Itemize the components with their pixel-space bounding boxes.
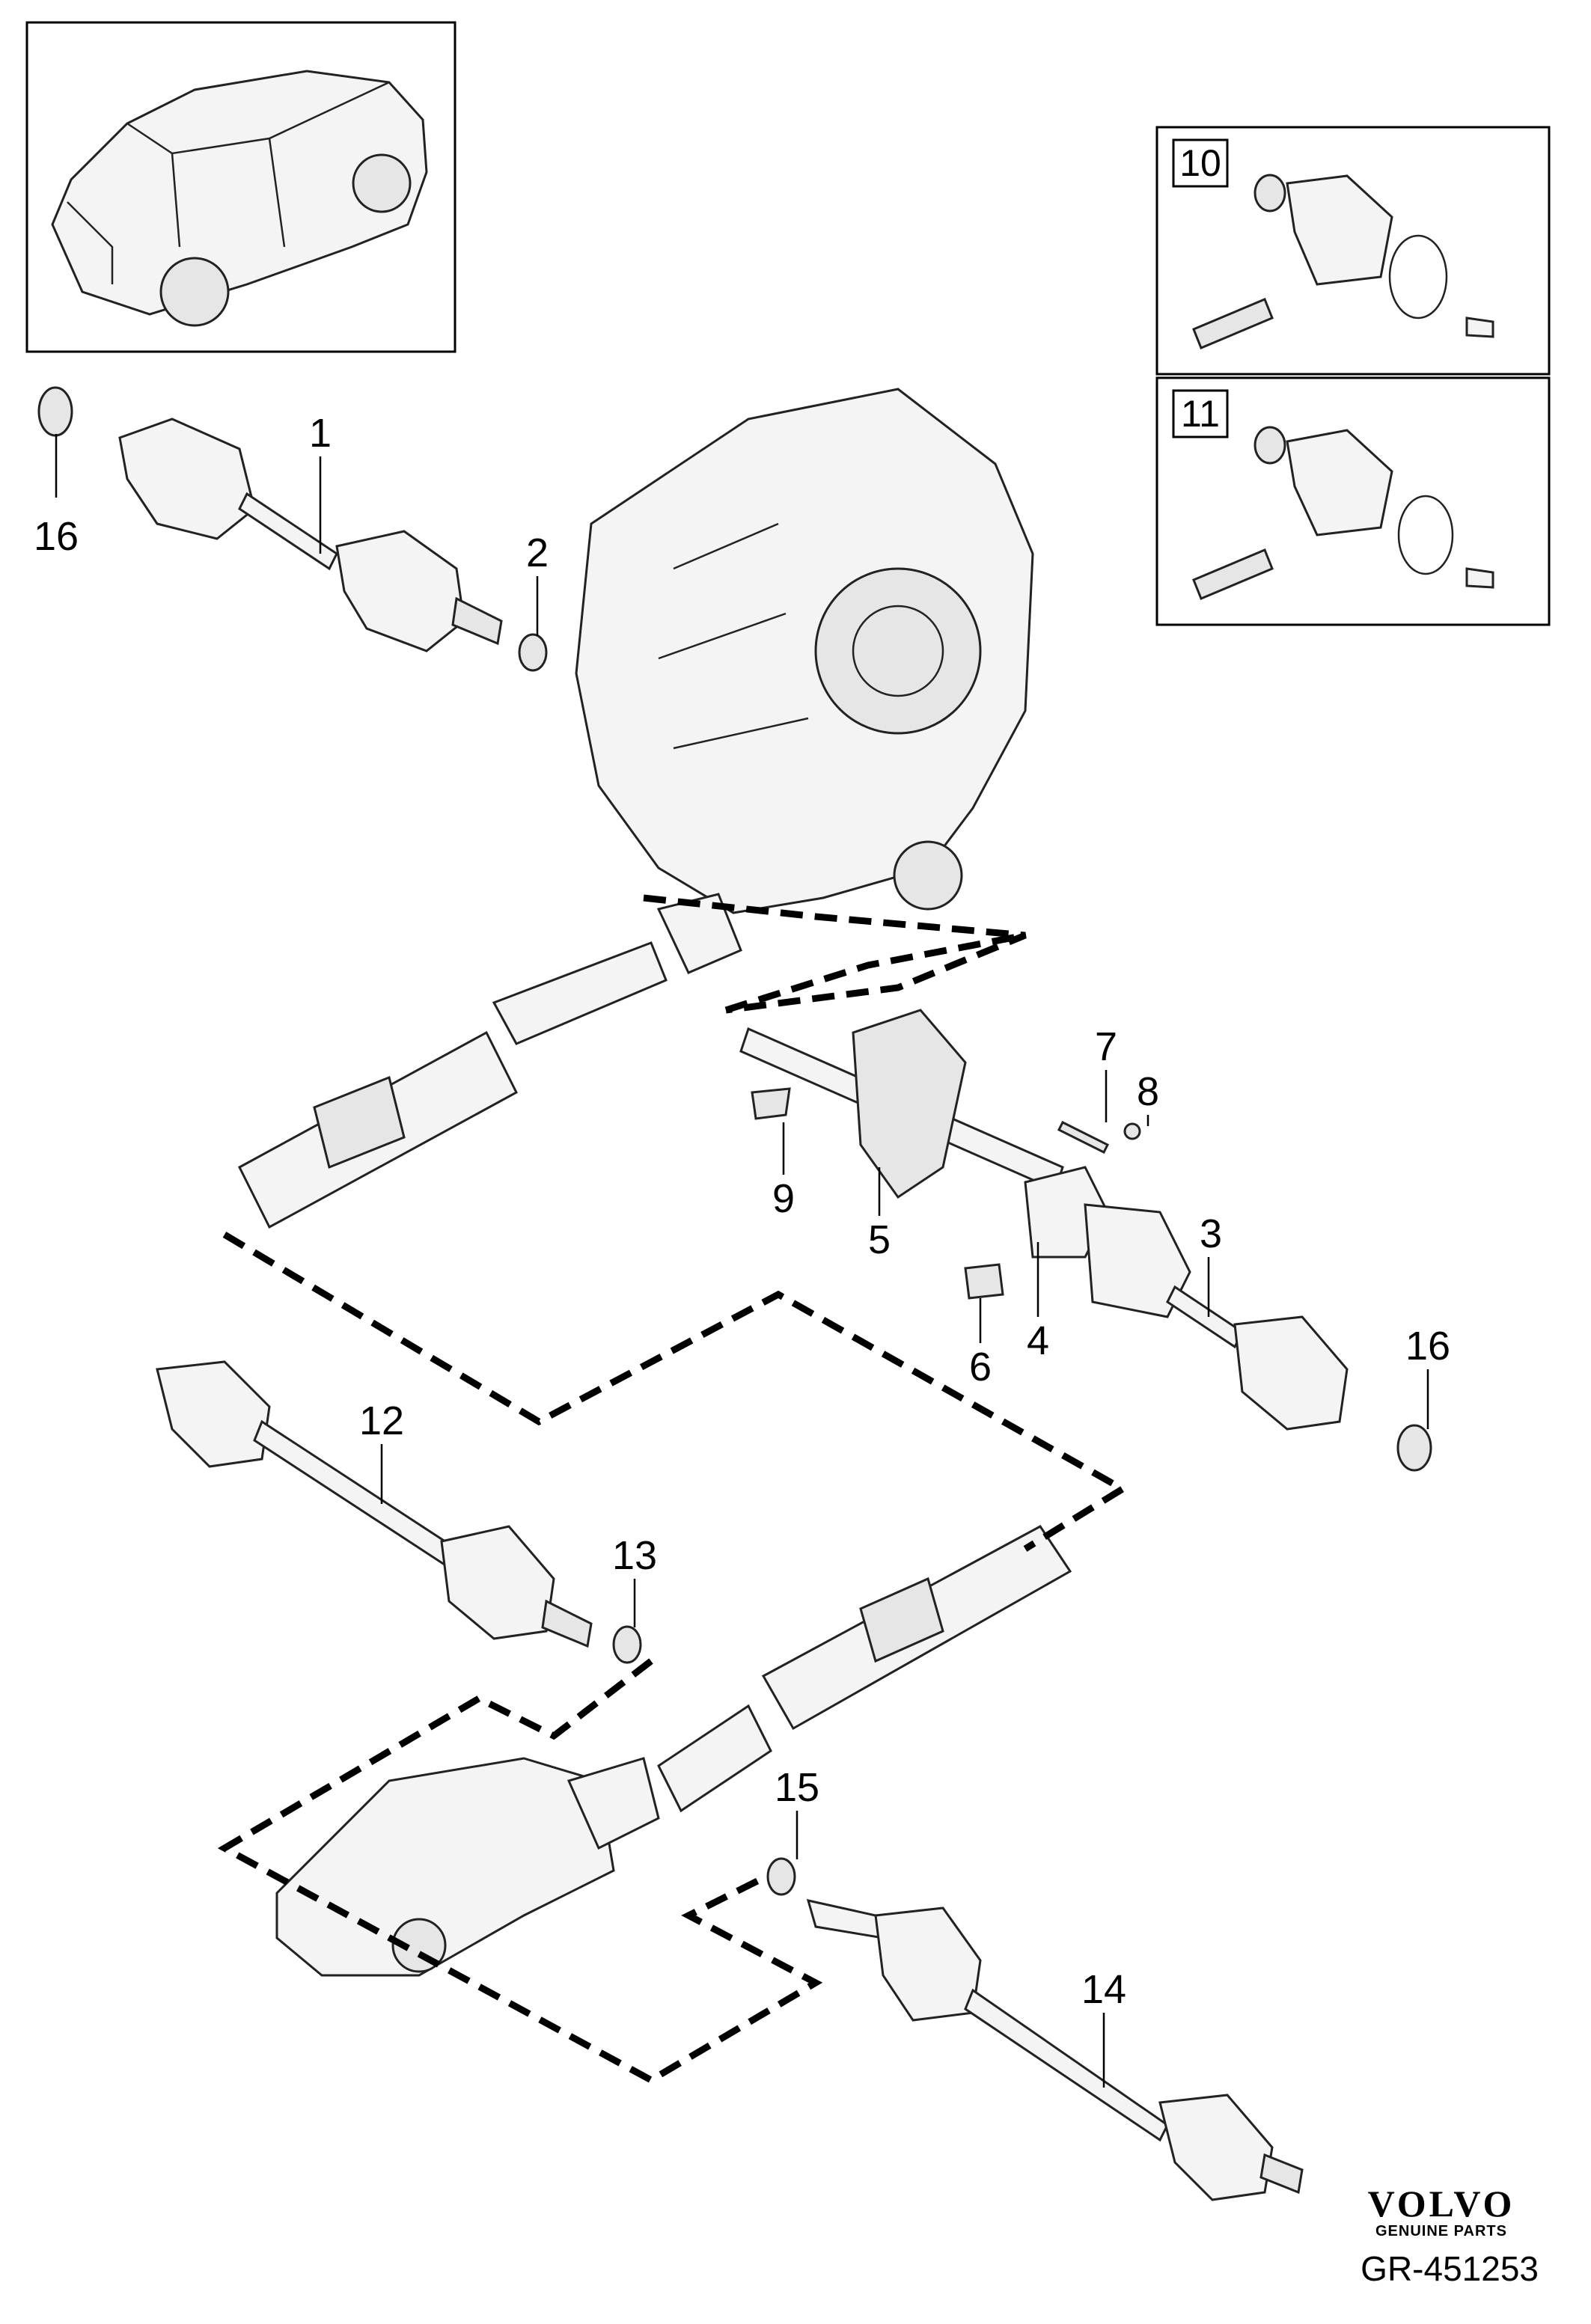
callout-16-right: 16 (1405, 1324, 1450, 1369)
callout-15: 15 (775, 1765, 819, 1810)
genuine-parts-tagline: GENUINE PARTS (1375, 2223, 1507, 2239)
transmission (575, 388, 1034, 914)
callout-4: 4 (1027, 1318, 1049, 1363)
callout-6: 6 (969, 1345, 992, 1389)
callout-5: 5 (868, 1217, 891, 1262)
vehicle-thumbnail (25, 21, 456, 353)
callout-numbers: 1 2 3 4 5 6 7 8 9 12 13 14 15 16 16 (34, 411, 1450, 2012)
callout-12: 12 (359, 1398, 404, 1443)
callout-1: 1 (309, 411, 332, 456)
callout-16-left: 16 (34, 514, 79, 559)
callout-8: 8 (1137, 1069, 1159, 1114)
leader-lines (55, 434, 1429, 2088)
dashed-group-outlines (217, 894, 1129, 2085)
kit-box-10-label: 10 (1179, 142, 1221, 184)
driveshaft-left-rear (156, 1360, 642, 1664)
callout-7: 7 (1095, 1024, 1117, 1069)
driveshaft-right-rear (766, 1857, 1304, 2201)
callout-3: 3 (1200, 1211, 1222, 1256)
driveshaft-left-front (37, 386, 548, 672)
kit-box-11-label: 11 (1181, 393, 1220, 435)
propshaft-rear-section (657, 1525, 1072, 1813)
callout-14: 14 (1081, 1967, 1126, 2012)
rear-differential (275, 1757, 660, 1977)
kit-box-11: 11 (1155, 376, 1551, 626)
callout-9: 9 (772, 1176, 795, 1221)
driveshaft-right-front (739, 1009, 1432, 1472)
diagram-reference: GR-451253 (1361, 2249, 1539, 2288)
callout-13: 13 (612, 1533, 657, 1578)
volvo-brand: VOLVO GENUINE PARTS (1344, 2185, 1539, 2240)
callout-2: 2 (526, 530, 549, 575)
volvo-logo: VOLVO (1367, 2183, 1515, 2224)
kit-box-10: 10 (1155, 126, 1551, 376)
propshaft-front-section (238, 893, 742, 1229)
